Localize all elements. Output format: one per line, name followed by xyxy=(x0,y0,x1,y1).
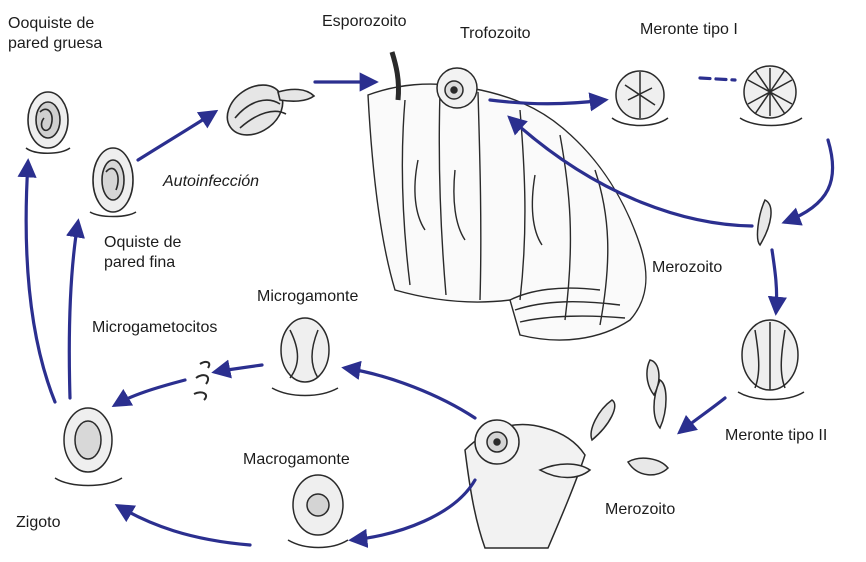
macrogamonte-host-cell xyxy=(465,420,590,548)
label-esporozoito: Esporozoito xyxy=(322,12,407,32)
thick-wall-oocyst xyxy=(26,92,70,153)
label-merozoito-upper: Merozoito xyxy=(652,258,722,278)
arrow-macrogamonte-to-zigoto xyxy=(118,506,250,545)
arrow-trofozoito-to-meronte-1 xyxy=(490,100,605,104)
microgametocitos-shapes xyxy=(194,362,209,400)
label-macrogamonte: Macrogamonte xyxy=(243,450,350,470)
label-trofozoito: Trofozoito xyxy=(460,24,531,44)
label-ooquiste-gruesa-line2: pared gruesa xyxy=(8,35,102,52)
label-ooquiste-gruesa-line1: Ooquiste de xyxy=(8,15,94,32)
thin-wall-oocyst xyxy=(90,148,136,217)
label-microgamonte: Microgamonte xyxy=(257,287,358,307)
macrogamonte-cell xyxy=(288,475,348,548)
arrow-microgametocitos-to-zigoto xyxy=(115,380,185,405)
merozoito-upper-shape xyxy=(758,200,772,245)
meronte-tipo-1-stage-b xyxy=(740,66,802,126)
label-zigoto: Zigoto xyxy=(16,513,60,533)
label-meronte-tipo-2: Meronte tipo II xyxy=(725,426,827,446)
arrow-microgamonte-to-microgametocitos xyxy=(215,365,262,372)
label-ooquiste-pared-gruesa: Ooquiste de pared gruesa xyxy=(8,14,158,54)
arrow-merozoito-to-meronte-2 xyxy=(772,250,777,312)
arrow-oocyst-fina-to-autoinfeccion xyxy=(138,112,215,160)
arrow-meronte-1-to-merozoito xyxy=(785,140,833,222)
label-ooquiste-fina-line2: pared fina xyxy=(104,254,175,271)
label-meronte-tipo-1: Meronte tipo I xyxy=(640,20,738,40)
merozoitos-lower-shapes xyxy=(591,360,668,475)
label-ooquiste-fina-line1: Oquiste de xyxy=(104,234,181,251)
autoinfection-oocyst xyxy=(218,75,314,145)
meronte-tipo-2-cell xyxy=(738,320,804,400)
arrow-host-to-macrogamonte xyxy=(352,480,475,540)
meronte-tipo-1-stage-a xyxy=(612,71,668,126)
arrow-meronte-1-stages xyxy=(700,78,735,80)
microgamonte-cell xyxy=(272,318,338,396)
arrow-zigoto-to-ooquiste-gruesa xyxy=(26,162,55,402)
arrow-zigoto-to-ooquiste-fina xyxy=(69,222,78,398)
intestinal-epithelium xyxy=(368,84,646,340)
arrow-meronte-2-to-merozoitos xyxy=(680,398,725,432)
zigoto-cell xyxy=(55,408,122,486)
label-autoinfeccion: Autoinfección xyxy=(163,172,259,192)
arrow-host-to-microgamonte xyxy=(345,368,475,418)
label-microgametocitos: Microgametocitos xyxy=(92,318,217,338)
label-ooquiste-pared-fina: Oquiste de pared fina xyxy=(104,233,234,273)
label-merozoito-lower: Merozoito xyxy=(605,500,675,520)
